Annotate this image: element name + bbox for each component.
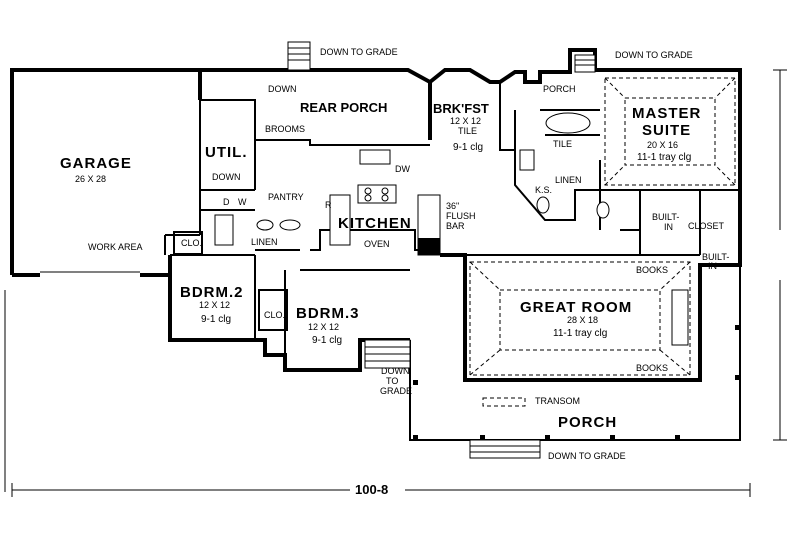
rear-down-to-grade: DOWN TO GRADE (320, 47, 398, 57)
brkfst-floor: TILE (458, 126, 477, 136)
great-room-ceiling: 11-1 tray clg (553, 328, 607, 339)
side-down-label: DOWN (381, 366, 410, 376)
bdrm3-closet-label: CLO. (264, 310, 285, 320)
rear-porch-label: REAR PORCH (300, 100, 387, 115)
bdrm2-size: 12 X 12 (199, 300, 230, 310)
bdrm2-closet-label: CLO. (181, 238, 202, 248)
great-room-size: 28 X 18 (567, 315, 598, 325)
transom-label: TRANSOM (535, 396, 580, 406)
built-in-right-2: IN (708, 261, 717, 271)
oven-label: OVEN (364, 239, 390, 249)
tile-label: TILE (553, 139, 572, 149)
flush-bar-line3: BAR (446, 221, 465, 231)
brkfst-label: BRK'FST (433, 101, 489, 116)
rear-stairs (287, 41, 596, 73)
books-bottom-label: BOOKS (636, 363, 668, 373)
brkfst-ceiling: 9-1 clg (453, 142, 483, 153)
garage-work-area: WORK AREA (88, 242, 143, 252)
front-porch-label: PORCH (558, 414, 617, 431)
fixtures (214, 112, 689, 346)
built-in-right-1: BUILT- (702, 252, 729, 262)
small-porch-label: PORCH (543, 84, 576, 94)
brkfst-size: 12 X 12 (450, 116, 481, 126)
dimension-lines (4, 69, 787, 497)
refrigerator-label: R (325, 200, 332, 210)
bath-linen-label: LINEN (251, 237, 278, 247)
rear-down: DOWN (268, 84, 297, 94)
front-down-to-grade: DOWN TO GRADE (548, 451, 626, 461)
flush-bar-line1: 36" (446, 201, 459, 211)
master-linen-label: LINEN (555, 175, 582, 185)
master-down-to-grade: DOWN TO GRADE (615, 50, 693, 60)
bdrm3-ceiling: 9-1 clg (312, 335, 342, 346)
built-in-left-1: BUILT- (652, 212, 679, 222)
bdrm3-label: BDRM.3 (296, 305, 360, 322)
util-label: UTIL. (205, 144, 248, 161)
books-top-label: BOOKS (636, 265, 668, 275)
master-size: 20 X 16 (647, 140, 678, 150)
pantry-label: PANTRY (268, 192, 304, 202)
garage-label: GARAGE (60, 155, 132, 172)
front-porch (364, 265, 741, 459)
brooms-label: BROOMS (265, 124, 305, 134)
tray-ceilings (469, 77, 736, 376)
bdrm3-size: 12 X 12 (308, 322, 339, 332)
washer-label: W (238, 197, 247, 207)
overall-width: 100-8 (355, 482, 388, 497)
interior-walls (164, 82, 740, 355)
dishwasher-label: DW (395, 164, 410, 174)
master-label-line2: SUITE (642, 122, 691, 139)
closet-label: CLOSET (688, 221, 725, 231)
util-down: DOWN (212, 172, 241, 182)
built-in-left-2: IN (664, 222, 673, 232)
side-grade-label: GRADE (380, 386, 412, 396)
ks-label: K.S. (535, 185, 552, 195)
great-room-label: GREAT ROOM (520, 299, 632, 316)
flush-bar-line2: FLUSH (446, 211, 476, 221)
bdrm2-label: BDRM.2 (180, 284, 244, 301)
garage-size: 26 X 28 (75, 174, 106, 184)
master-label-line1: MASTER (632, 105, 701, 122)
side-to-label: TO (386, 376, 398, 386)
master-ceiling: 11-1 tray clg (637, 152, 691, 163)
kitchen-label: KITCHEN (338, 215, 412, 232)
bdrm2-ceiling: 9-1 clg (201, 314, 231, 325)
dryer-label: D (223, 197, 230, 207)
